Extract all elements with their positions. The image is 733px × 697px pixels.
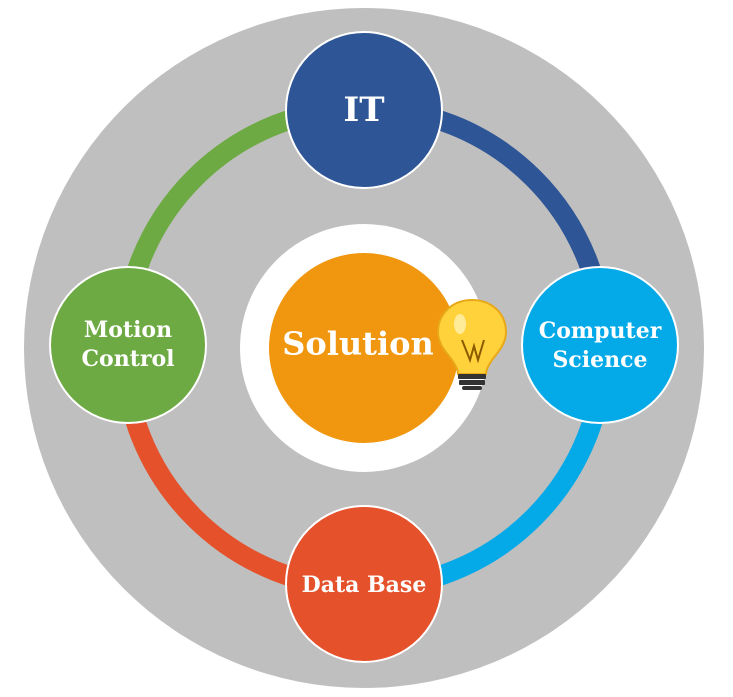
node-computer-science-label-line-2: Science: [552, 347, 647, 373]
node-data-base-label: Data Base: [302, 572, 427, 598]
node-data-base: Data Base: [285, 505, 443, 663]
node-motion-control-label-line-2: Control: [82, 346, 175, 372]
node-it: IT: [285, 31, 443, 189]
solution-circle: [269, 253, 459, 443]
node-motion-control: Motion Control: [49, 266, 207, 424]
node-computer-science-label-line-1: Computer: [539, 318, 662, 344]
node-computer-science: Computer Science: [521, 266, 679, 424]
light-bulb-icon: [436, 298, 508, 390]
solution-label: Solution: [282, 325, 433, 363]
node-motion-control-label-line-1: Motion: [84, 317, 172, 343]
node-it-label: IT: [343, 90, 384, 130]
